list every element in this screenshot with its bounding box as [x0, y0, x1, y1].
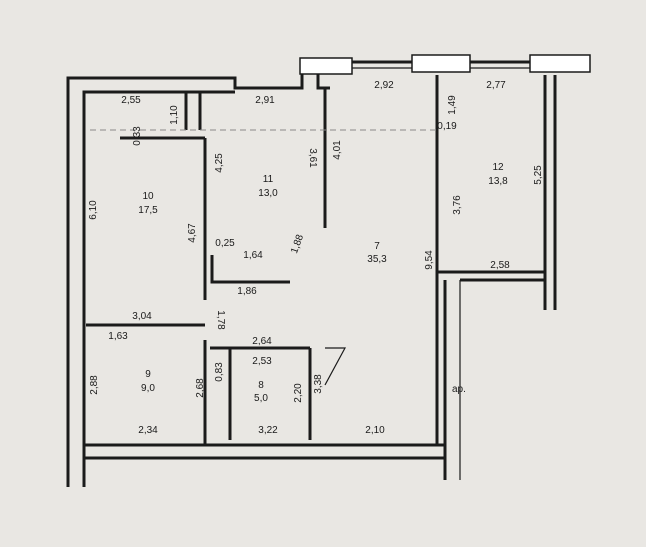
- dimension-label: 2,55: [121, 95, 141, 106]
- room-area: 5,0: [254, 393, 268, 404]
- room-area: 13,8: [488, 176, 508, 187]
- dimension-label: 3,22: [258, 425, 278, 436]
- dimension-label: 1,64: [243, 250, 263, 261]
- dimension-label: 4,01: [332, 140, 343, 160]
- room-number: 9: [145, 369, 151, 380]
- room-number: 12: [492, 162, 504, 173]
- window-block: [411, 54, 471, 73]
- dimension-label: 2,91: [255, 95, 275, 106]
- room-area: 9,0: [141, 383, 155, 394]
- dimension-label: 0,83: [214, 362, 225, 382]
- dimension-label: 1,49: [447, 95, 458, 115]
- room-area: 13,0: [258, 188, 278, 199]
- dimension-label: 2,20: [293, 383, 304, 403]
- dimension-label: 1,78: [215, 310, 226, 330]
- dimension-label: 2,10: [365, 425, 385, 436]
- window-block: [529, 54, 591, 73]
- room-number: 7: [374, 241, 380, 252]
- dimension-label: 5,25: [533, 165, 544, 185]
- dimension-label: 3,76: [452, 195, 463, 215]
- room-number: 8: [258, 380, 264, 391]
- dimension-label: 2,92: [374, 80, 394, 91]
- window-block: [299, 57, 353, 75]
- dimension-labels: 2,55 2,91 2,92 2,77 0,19 0,25 1,64 2,58 …: [88, 80, 544, 436]
- dimension-label: 3,04: [132, 311, 152, 322]
- dimension-label: 2,64: [252, 336, 272, 347]
- dimension-label: 3,38: [313, 374, 324, 394]
- dimension-label: 6,10: [88, 200, 99, 220]
- room-area: 17,5: [138, 205, 158, 216]
- dimension-label: 9,54: [424, 250, 435, 270]
- dimension-label: 0,33: [132, 126, 143, 146]
- room-area: 35,3: [367, 254, 387, 265]
- interior-walls: [86, 75, 545, 445]
- dimension-label: 2,88: [89, 375, 100, 395]
- dimension-label: 2,34: [138, 425, 158, 436]
- dimension-label: 0,19: [437, 121, 457, 132]
- room-labels: 7 35,3 8 5,0 9 9,0 10 17,5 11 13,0 12 13…: [138, 162, 508, 404]
- note-label: ар.: [452, 384, 466, 395]
- dimension-label: 2,58: [490, 260, 510, 271]
- dimension-label: 2,77: [486, 80, 506, 91]
- dimension-label: 2,53: [252, 356, 272, 367]
- dimension-label: 0,25: [215, 238, 235, 249]
- dimension-label: 4,67: [187, 223, 198, 243]
- room-number: 10: [142, 191, 154, 202]
- outer-walls: [66, 54, 591, 487]
- dimension-label: 1,63: [108, 331, 128, 342]
- dimension-label: 3,61: [307, 148, 318, 168]
- dimension-label: 4,25: [214, 153, 225, 173]
- dimension-label: 1,86: [237, 286, 257, 297]
- room-number: 11: [263, 174, 274, 185]
- dimension-label: 1,10: [169, 105, 180, 125]
- dimension-label: 2,68: [195, 378, 206, 398]
